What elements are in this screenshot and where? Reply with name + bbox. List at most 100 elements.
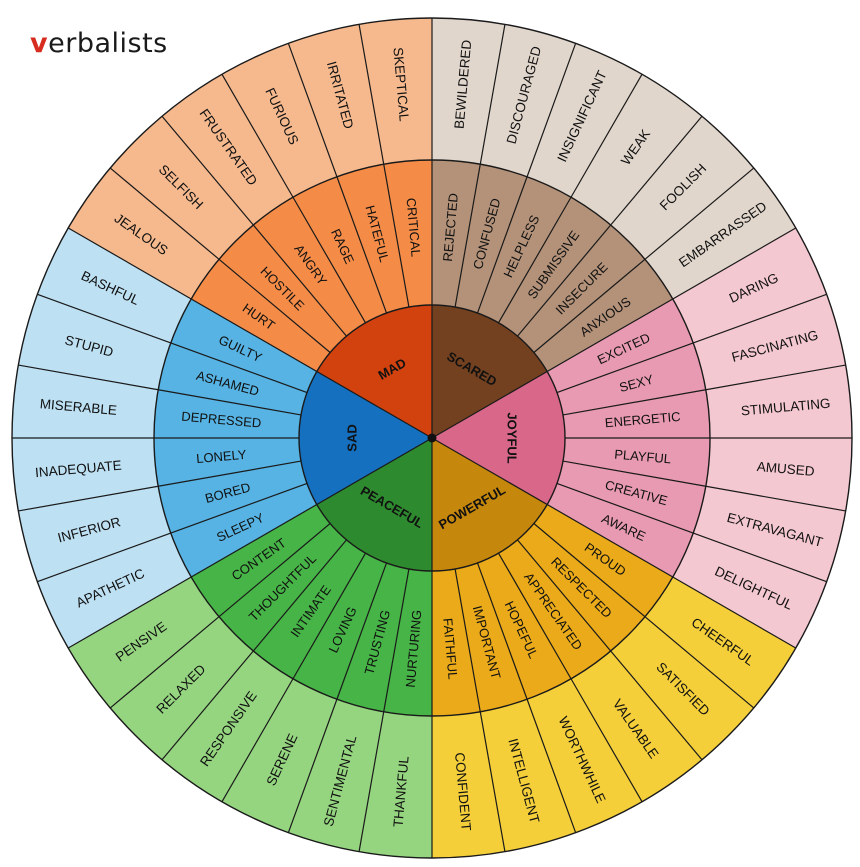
mid-wedge-intimate <box>253 539 366 679</box>
outer-divider <box>221 73 294 198</box>
mid-divider <box>252 224 347 337</box>
mid-wedge-depressed <box>154 389 302 438</box>
mid-label-faithful: FAITHFUL <box>440 617 460 679</box>
outer-wedge-serene <box>222 678 337 833</box>
outer-divider <box>287 699 338 833</box>
outer-wedge-discouraged <box>480 24 576 177</box>
outer-divider <box>610 650 703 761</box>
core-wedge-joyful <box>432 371 566 505</box>
mid-wedge-ashamed <box>158 342 308 415</box>
outer-wedge-selfish <box>110 116 254 260</box>
mid-label-nurturing: NURTURING <box>403 609 425 688</box>
outer-divider <box>221 678 294 803</box>
outer-label-miserable: MISERABLE <box>39 396 117 418</box>
core-boundary-line <box>67 437 433 649</box>
outer-divider <box>287 43 338 177</box>
mid-wedge-lonely <box>154 438 302 487</box>
outer-divider <box>479 24 506 165</box>
mid-wedge-faithful <box>432 568 481 716</box>
outer-wedge-pensive <box>68 577 220 708</box>
mid-divider <box>497 552 572 680</box>
mid-wedge-excited <box>547 299 694 393</box>
outer-divider <box>479 711 506 852</box>
core-wedge-mad <box>316 305 432 438</box>
mid-wedge-hopeful <box>477 553 571 700</box>
mid-divider <box>517 224 612 337</box>
mid-divider <box>292 552 367 680</box>
mid-divider <box>170 482 308 534</box>
outer-divider <box>526 43 577 177</box>
outer-divider <box>570 73 643 198</box>
core-boundary-line <box>431 227 797 439</box>
mid-divider <box>158 389 302 416</box>
outer-label-amused: AMUSED <box>756 459 815 479</box>
mid-wedge-helpless <box>477 176 571 323</box>
outer-divider <box>109 167 220 260</box>
core-wedge-powerful <box>432 438 548 571</box>
mid-wedge-hurt <box>191 259 331 372</box>
core-label-joyful: JOYFUL <box>504 412 519 463</box>
mid-divider <box>383 568 410 712</box>
outer-wedge-extravagant <box>693 486 846 582</box>
mid-wedge-sexy <box>556 342 706 415</box>
core-label-sad: SAD <box>345 424 360 451</box>
mid-divider <box>476 176 528 314</box>
outer-wedge-sentimental <box>288 699 384 852</box>
outer-wedge-jealous <box>68 168 220 299</box>
mid-divider <box>533 258 646 353</box>
outer-wedge-responsive <box>162 650 293 802</box>
logo-text: erbalists <box>48 28 168 59</box>
outer-wedge-foolish <box>610 116 754 260</box>
outer-wedge-relaxed <box>110 616 254 760</box>
outer-wedge-fascinating <box>693 294 846 390</box>
core-wedge-peaceful <box>316 438 432 571</box>
outer-divider <box>161 650 254 761</box>
outer-wedge-insignificant <box>527 43 642 198</box>
mid-divider <box>497 196 572 324</box>
outer-divider <box>37 532 171 583</box>
outer-divider <box>705 485 846 512</box>
outer-divider <box>693 532 827 583</box>
mid-divider <box>562 389 706 416</box>
core-boundary-line <box>431 437 797 649</box>
outer-divider <box>37 293 171 344</box>
mid-divider <box>292 196 367 324</box>
mid-wedge-thoughtful <box>219 523 347 651</box>
mid-wedge-hateful <box>336 164 409 314</box>
verbalists-logo: verbalists <box>30 30 168 57</box>
mid-divider <box>218 523 331 618</box>
outer-label-confident: CONFIDENT <box>452 752 474 832</box>
outer-wedge-worthwhile <box>527 678 642 833</box>
mid-divider <box>218 258 331 353</box>
mid-divider <box>533 523 646 618</box>
outer-label-skeptical: SKEPTICAL <box>390 47 411 123</box>
core-circle <box>298 304 566 572</box>
mid-wedge-rage <box>293 176 387 323</box>
mid-label-energetic: ENERGETIC <box>604 409 681 431</box>
outer-divider <box>18 364 159 391</box>
outer-wedge-furious <box>222 43 337 198</box>
core-boundary-line <box>67 227 433 439</box>
mid-divider <box>252 539 347 652</box>
outer-wedge-daring <box>672 228 827 343</box>
mid-wedge-important <box>455 562 528 712</box>
mid-divider <box>454 568 481 712</box>
mid-label-rejected: REJECTED <box>440 192 461 262</box>
mid-wedge-critical <box>383 160 432 308</box>
outer-wedge-valuable <box>571 650 702 802</box>
outer-divider <box>644 616 755 709</box>
mid-wedge-bored <box>158 461 308 534</box>
center-dot <box>427 433 437 443</box>
mid-divider <box>476 562 528 700</box>
mid-wedge-insecure <box>517 225 645 353</box>
mid-wedge-anxious <box>533 259 673 372</box>
mid-label-lonely: LONELY <box>196 447 248 466</box>
outer-wedge-inferior <box>18 486 171 582</box>
ring-dividers <box>11 17 853 859</box>
outer-wedge-delightful <box>672 533 827 648</box>
outer-divider <box>610 115 703 226</box>
mid-wedge-angry <box>253 197 366 337</box>
